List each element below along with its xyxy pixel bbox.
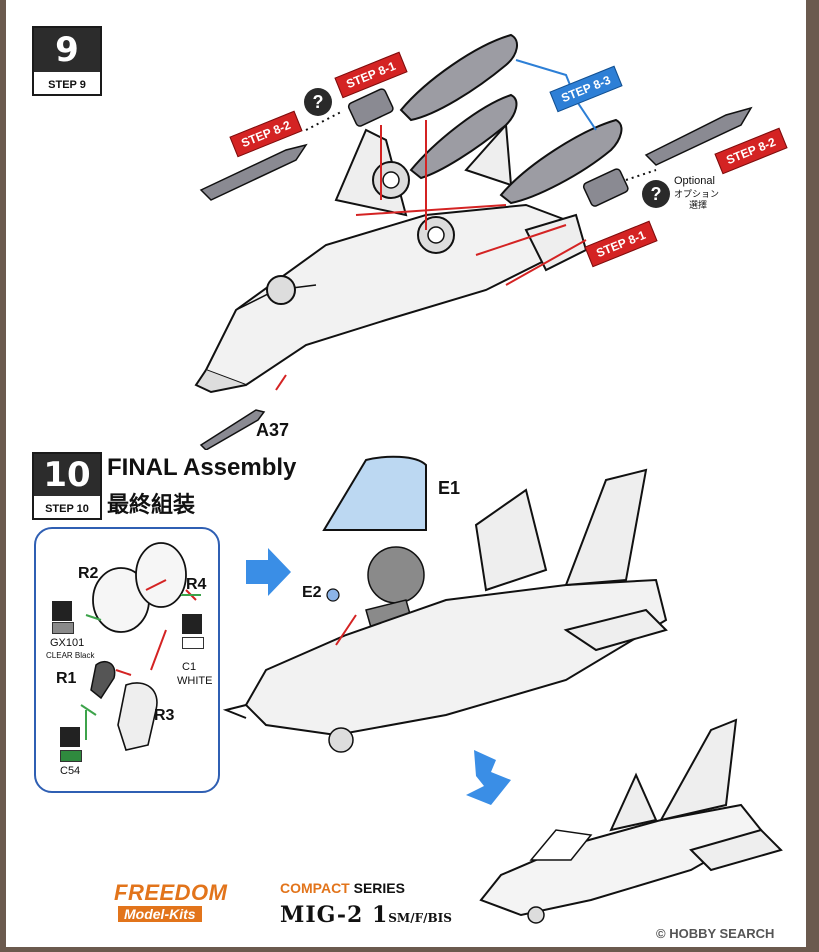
paint-name-c1: WHITE xyxy=(177,675,213,687)
question-icon-right: ? xyxy=(642,180,670,208)
model-variant: SM/F/BIS xyxy=(388,911,452,925)
part-label-r3: R3 xyxy=(154,707,175,724)
step10-label: STEP 10 xyxy=(45,503,89,515)
color-chip-c54 xyxy=(60,750,82,762)
color-chip-gx101 xyxy=(52,622,74,634)
part-label-r2: R2 xyxy=(78,565,99,582)
brand-logo-freedom: FREEDOM xyxy=(114,880,228,905)
part-label-e2: E2 xyxy=(302,584,322,601)
model-name: MIG-2 1SM/F/BIS xyxy=(280,902,452,928)
step10-title-en: FINAL Assembly xyxy=(107,454,297,481)
optional-label-en: Optional xyxy=(674,175,715,187)
step9-number: 9 xyxy=(34,28,100,72)
paint-code-gx101: GX101 xyxy=(50,637,85,649)
step10-aircraft-illustration xyxy=(222,455,668,805)
watermark-hobby-search: © HOBBY SEARCH xyxy=(656,926,775,941)
series-word: SERIES xyxy=(349,880,405,896)
part-label-e1: E1 xyxy=(438,478,461,498)
color-chip-c1 xyxy=(182,637,204,649)
paint-icon-gx101 xyxy=(52,601,72,621)
finished-aircraft-illustration xyxy=(479,718,783,924)
paint-name-gx101: CLEAR Black xyxy=(46,651,95,660)
paint-code-c54: C54 xyxy=(60,765,81,777)
part-label-a37: A37 xyxy=(256,420,290,440)
optional-label-jp2: 選擇 xyxy=(689,200,708,210)
series-label: COMPACT SERIES xyxy=(280,880,405,896)
step10-number: 10 xyxy=(34,454,100,496)
step10-box: 10 STEP 10 xyxy=(32,452,102,520)
step9-aircraft-illustration xyxy=(194,33,753,450)
pilot-parts-illustration xyxy=(80,542,201,751)
step9-label: STEP 9 xyxy=(48,79,86,91)
step10-title-jp: 最終組装 xyxy=(107,492,196,517)
series-compact: COMPACT xyxy=(280,880,350,896)
instruction-sheet: 9 STEP 9 xyxy=(6,0,806,947)
paint-icon-c1 xyxy=(182,614,202,634)
brand-logo-model-kits: Model-Kits xyxy=(118,906,202,922)
paint-icon-c54 xyxy=(60,727,80,747)
question-icon-left: ? xyxy=(304,88,332,116)
optional-label-jp: オプション xyxy=(674,189,720,199)
step9-box: 9 STEP 9 xyxy=(32,26,102,96)
paint-code-c1: C1 xyxy=(182,661,197,673)
part-label-r4: R4 xyxy=(186,576,207,593)
part-label-r1: R1 xyxy=(56,670,77,687)
model-mig21: MIG-2 1 xyxy=(280,902,389,928)
